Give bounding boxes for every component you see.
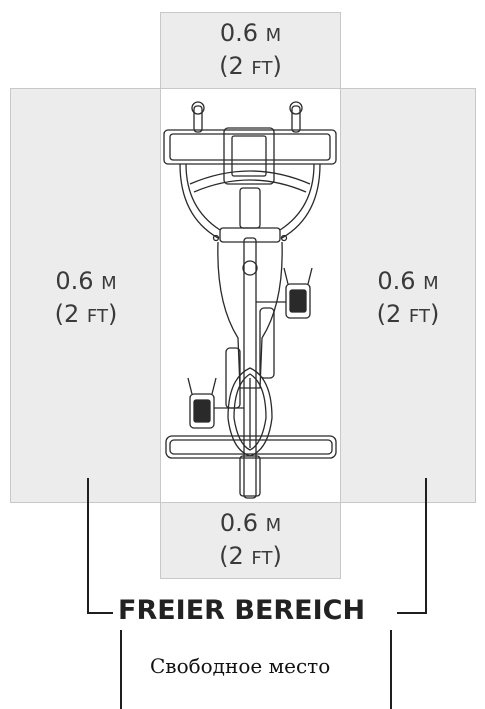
dimension-label-right: 0.6 М (2 FT): [340, 266, 476, 332]
clearance-zone-bottom: [160, 501, 341, 579]
free-area-caption: FREIER BEREICH: [118, 595, 366, 626]
subcaption-bracket-left: [120, 630, 122, 709]
dimension-label-top: 0.6 М (2 FT): [160, 18, 341, 84]
bracket-left-vertical: [87, 478, 89, 614]
bracket-right-vertical: [425, 478, 427, 614]
subcaption-bracket-right: [390, 630, 392, 709]
dimension-feet-bottom: (2 FT): [219, 542, 282, 570]
dimension-feet-left: (2 FT): [54, 300, 118, 328]
free-area-subcaption: Свободное место: [150, 654, 331, 678]
bracket-left-horizontal: [87, 612, 113, 614]
exercise-bike-top-view-icon: [163, 101, 337, 499]
dimension-meters-top: 0.6 М: [219, 19, 282, 47]
dimension-feet-right: (2 FT): [376, 300, 440, 328]
dimension-meters-bottom: 0.6 М: [219, 509, 282, 537]
clearance-zone-right: [340, 88, 476, 503]
dimension-meters-right: 0.6 М: [377, 267, 439, 295]
bracket-right-horizontal: [397, 612, 427, 614]
dimension-label-left: 0.6 М (2 FT): [10, 266, 162, 332]
dimension-feet-top: (2 FT): [219, 52, 282, 80]
dimension-label-bottom: 0.6 М (2 FT): [160, 508, 341, 574]
dimension-meters-left: 0.6 М: [55, 267, 117, 295]
clearance-zone-left: [10, 88, 162, 503]
clearance-zone-top: [160, 12, 341, 90]
